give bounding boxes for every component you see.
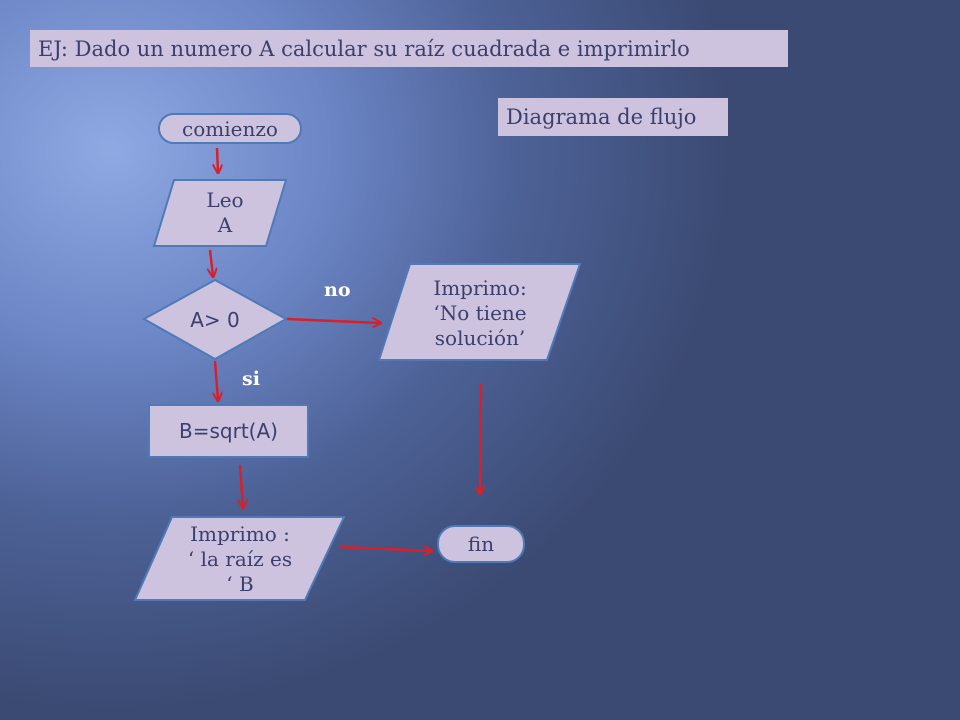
diagram-subtitle: Diagrama de flujo bbox=[498, 98, 728, 136]
decision-node-text: A> 0 bbox=[190, 307, 240, 332]
output-root-line-2: ‘ la raíz es bbox=[187, 546, 293, 571]
output-root-parallelogram bbox=[133, 516, 346, 601]
edge-label-si: si bbox=[242, 368, 260, 390]
start-terminal: comienzo bbox=[158, 113, 302, 144]
input-parallelogram bbox=[152, 179, 288, 247]
output-root-node-text: Imprimo : ‘ la raíz es ‘ B bbox=[140, 517, 340, 601]
page-title: EJ: Dado un numero A calcular su raíz cu… bbox=[30, 30, 788, 67]
output-no-line-1: Imprimo: bbox=[433, 275, 527, 300]
arrow-output-no-to-end bbox=[480, 383, 481, 493]
arrow-start-to-input bbox=[217, 147, 218, 172]
output-no-parallelogram bbox=[377, 263, 582, 361]
arrow-input-to-decision bbox=[210, 249, 213, 276]
output-root-line-1: Imprimo : bbox=[190, 521, 290, 546]
output-no-node-text: Imprimo: ‘No tiene solución’ bbox=[385, 268, 575, 358]
arrow-output-root-to-end bbox=[339, 547, 431, 551]
process-box: B=sqrt(A) bbox=[148, 404, 309, 458]
edge-label-no: no bbox=[324, 279, 351, 301]
input-node-text: Leo A bbox=[170, 183, 280, 243]
end-terminal: fin bbox=[437, 525, 525, 563]
arrow-decision-to-process bbox=[215, 360, 218, 400]
decision-diamond bbox=[141, 278, 289, 361]
output-root-line-3: ‘ B bbox=[226, 571, 254, 596]
input-line-2: A bbox=[217, 213, 233, 237]
arrow-process-to-output-root bbox=[240, 464, 243, 507]
arrow-decision-to-output-no bbox=[286, 319, 380, 323]
output-no-line-3: solución’ bbox=[434, 325, 526, 350]
input-line-1: Leo bbox=[206, 188, 244, 212]
output-no-line-2: ‘No tiene bbox=[433, 300, 527, 325]
